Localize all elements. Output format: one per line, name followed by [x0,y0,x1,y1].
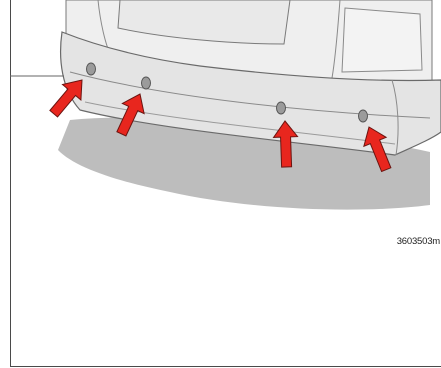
parking-sensor [359,110,368,122]
figure-code: 3603503m [397,236,440,247]
trunk-line [342,8,422,72]
parking-sensor [87,63,96,75]
parking-sensor [142,77,151,89]
parking-sensor [277,102,286,114]
